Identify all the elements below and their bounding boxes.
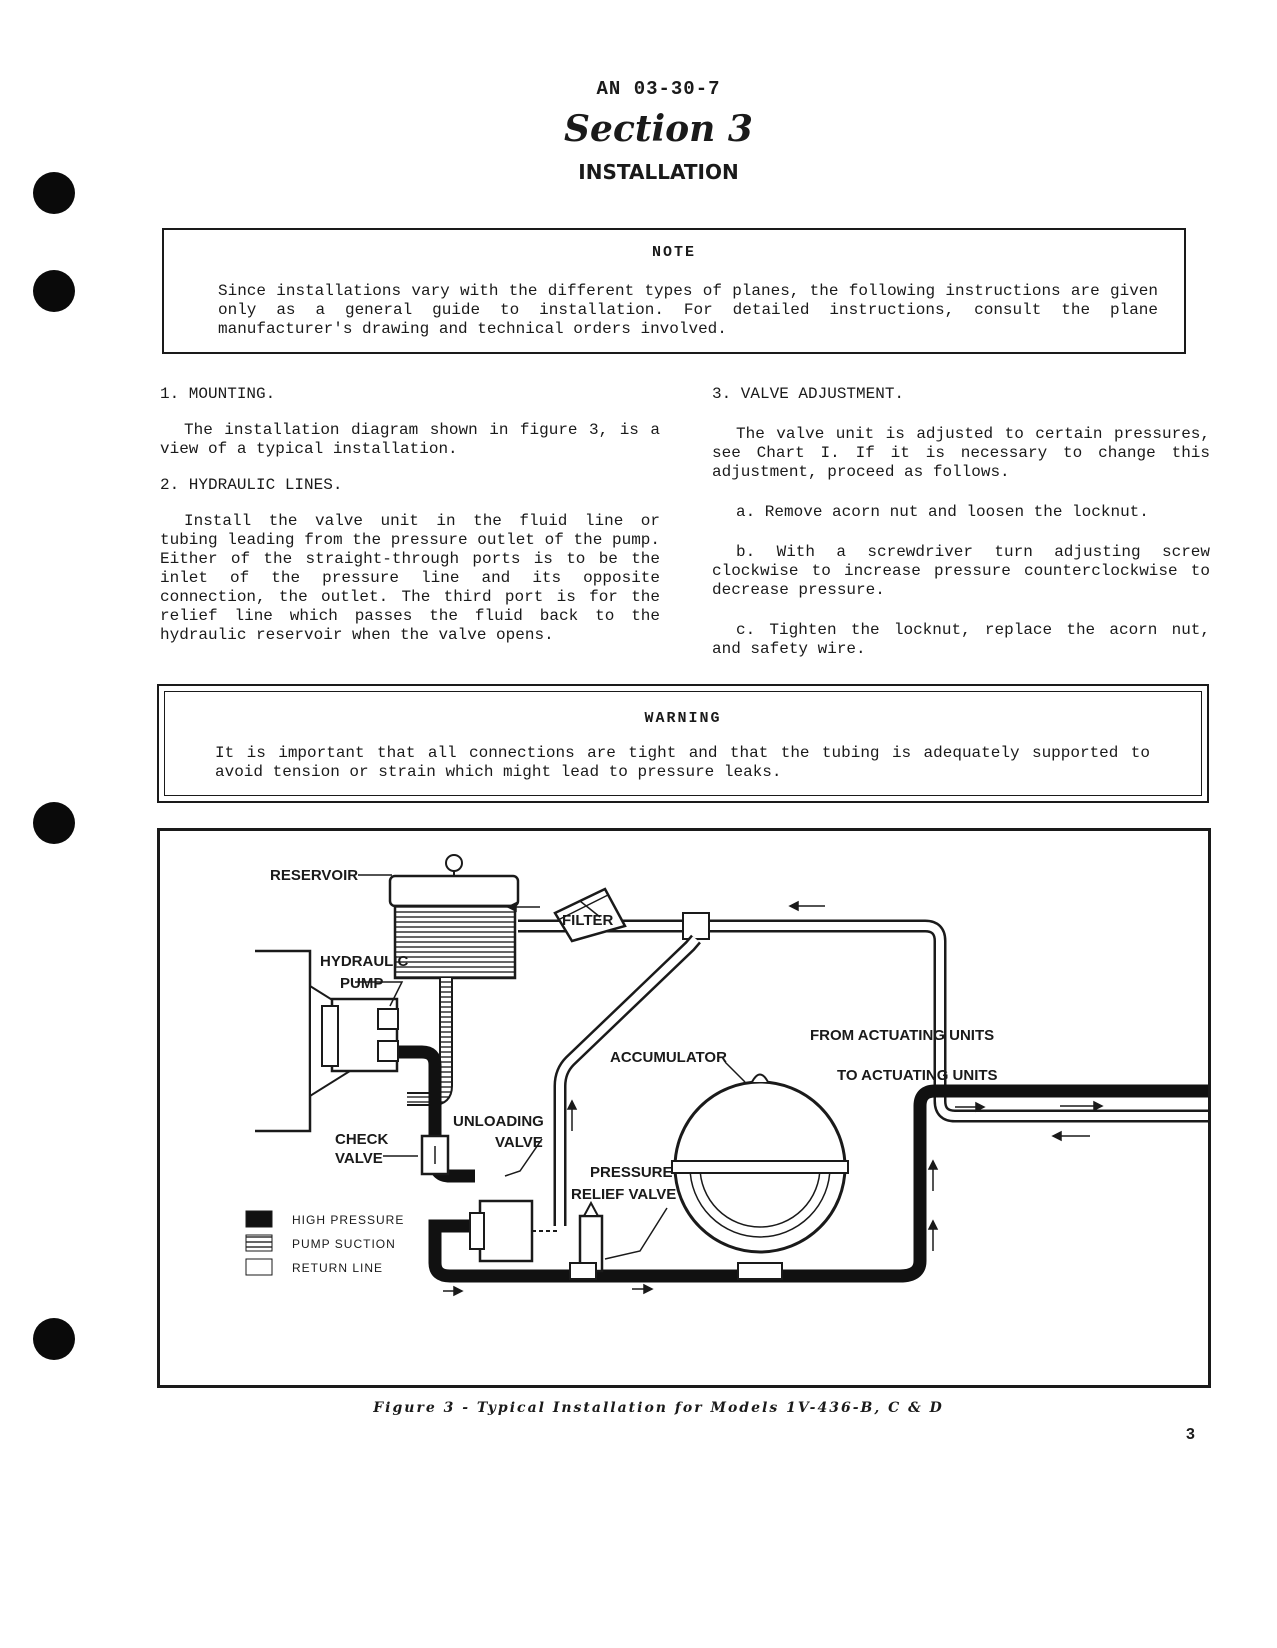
- note-box: NOTE Since installations vary with the d…: [162, 228, 1186, 354]
- hydraulic-pump: [255, 949, 399, 1133]
- binder-hole-1: [33, 172, 75, 214]
- label-pump: PUMP: [340, 975, 383, 992]
- binder-hole-4: [33, 1318, 75, 1360]
- reservoir: [388, 854, 520, 980]
- flow-arrows: [443, 900, 1104, 1297]
- label-check: CHECK: [335, 1131, 389, 1148]
- diagram-legend: HIGH PRESSURE PUMP SUCTION RETURN LINE: [245, 1210, 404, 1276]
- left-column: 1. MOUNTING. The installation diagram sh…: [160, 385, 660, 645]
- leader-lines: [355, 874, 746, 1260]
- legend-swatch-pump-suction: [245, 1234, 273, 1252]
- label-unloading-valve: VALVE: [495, 1134, 543, 1151]
- warning-box: WARNING It is important that all connect…: [157, 684, 1209, 803]
- hydraulic-lines-text: Install the valve unit in the fluid line…: [160, 512, 660, 644]
- page-number: 3: [1186, 1426, 1195, 1443]
- label-check-valve: VALVE: [335, 1150, 383, 1167]
- check-valve: [420, 1134, 450, 1176]
- label-accumulator: ACCUMULATOR: [610, 1049, 727, 1066]
- label-unloading: UNLOADING: [453, 1113, 544, 1130]
- step-a: a. Remove acorn nut and loosen the lockn…: [736, 503, 1149, 521]
- label-to-actuating-units: TO ACTUATING UNITS: [837, 1067, 998, 1084]
- step-c: c. Tighten the locknut, replace the acor…: [712, 621, 1210, 658]
- label-pressure: PRESSURE: [590, 1164, 673, 1181]
- high-pressure-line-bottom: [428, 1084, 1208, 1283]
- hydraulic-lines-heading: 2. HYDRAULIC LINES.: [160, 476, 343, 494]
- label-reservoir: RESERVOIR: [270, 867, 358, 884]
- valve-adjustment-heading: 3. VALVE ADJUSTMENT.: [712, 385, 905, 403]
- step-b: b. With a screwdriver turn adjusting scr…: [712, 543, 1210, 599]
- label-from-actuating-units: FROM ACTUATING UNITS: [810, 1027, 994, 1044]
- document-id: AN 03-30-7: [596, 78, 721, 100]
- valve-adjustment-text: The valve unit is adjusted to certain pr…: [712, 425, 1210, 481]
- binder-hole-3: [33, 802, 75, 844]
- legend-label-return-line: RETURN LINE: [292, 1261, 383, 1275]
- section-subtitle: INSTALLATION: [578, 160, 739, 184]
- mounting-heading: 1. MOUNTING.: [160, 385, 276, 403]
- legend-swatch-return-line: [245, 1258, 273, 1276]
- label-hydraulic: HYDRAULIC: [320, 953, 408, 970]
- right-column: 3. VALVE ADJUSTMENT. The valve unit is a…: [712, 385, 1210, 659]
- installation-diagram: RESERVOIR FILTER HYDRAULIC PUMP ACCUMULA…: [157, 828, 1211, 1388]
- section-title: Section 3: [564, 108, 753, 150]
- diagram-svg: RESERVOIR FILTER HYDRAULIC PUMP ACCUMULA…: [245, 854, 1208, 1297]
- warning-inner-border: [164, 691, 1202, 796]
- pressure-relief-valve: [569, 1200, 604, 1280]
- note-text: Since installations vary with the differ…: [218, 282, 1158, 338]
- accumulator: [671, 1073, 849, 1280]
- legend-label-pump-suction: PUMP SUCTION: [292, 1237, 396, 1251]
- warning-heading: WARNING: [644, 710, 722, 727]
- binder-hole-2: [33, 270, 75, 312]
- note-heading: NOTE: [651, 244, 696, 261]
- figure-caption: Figure 3 - Typical Installation for Mode…: [373, 1400, 944, 1416]
- unloading-valve: [469, 1199, 560, 1263]
- legend-swatch-high-pressure: [245, 1210, 273, 1228]
- legend-label-high-pressure: HIGH PRESSURE: [292, 1213, 404, 1227]
- warning-text: It is important that all connections are…: [215, 744, 1150, 781]
- mounting-text: The installation diagram shown in figure…: [160, 421, 660, 458]
- label-relief-valve: RELIEF VALVE: [571, 1186, 676, 1203]
- label-filter: FILTER: [562, 912, 614, 929]
